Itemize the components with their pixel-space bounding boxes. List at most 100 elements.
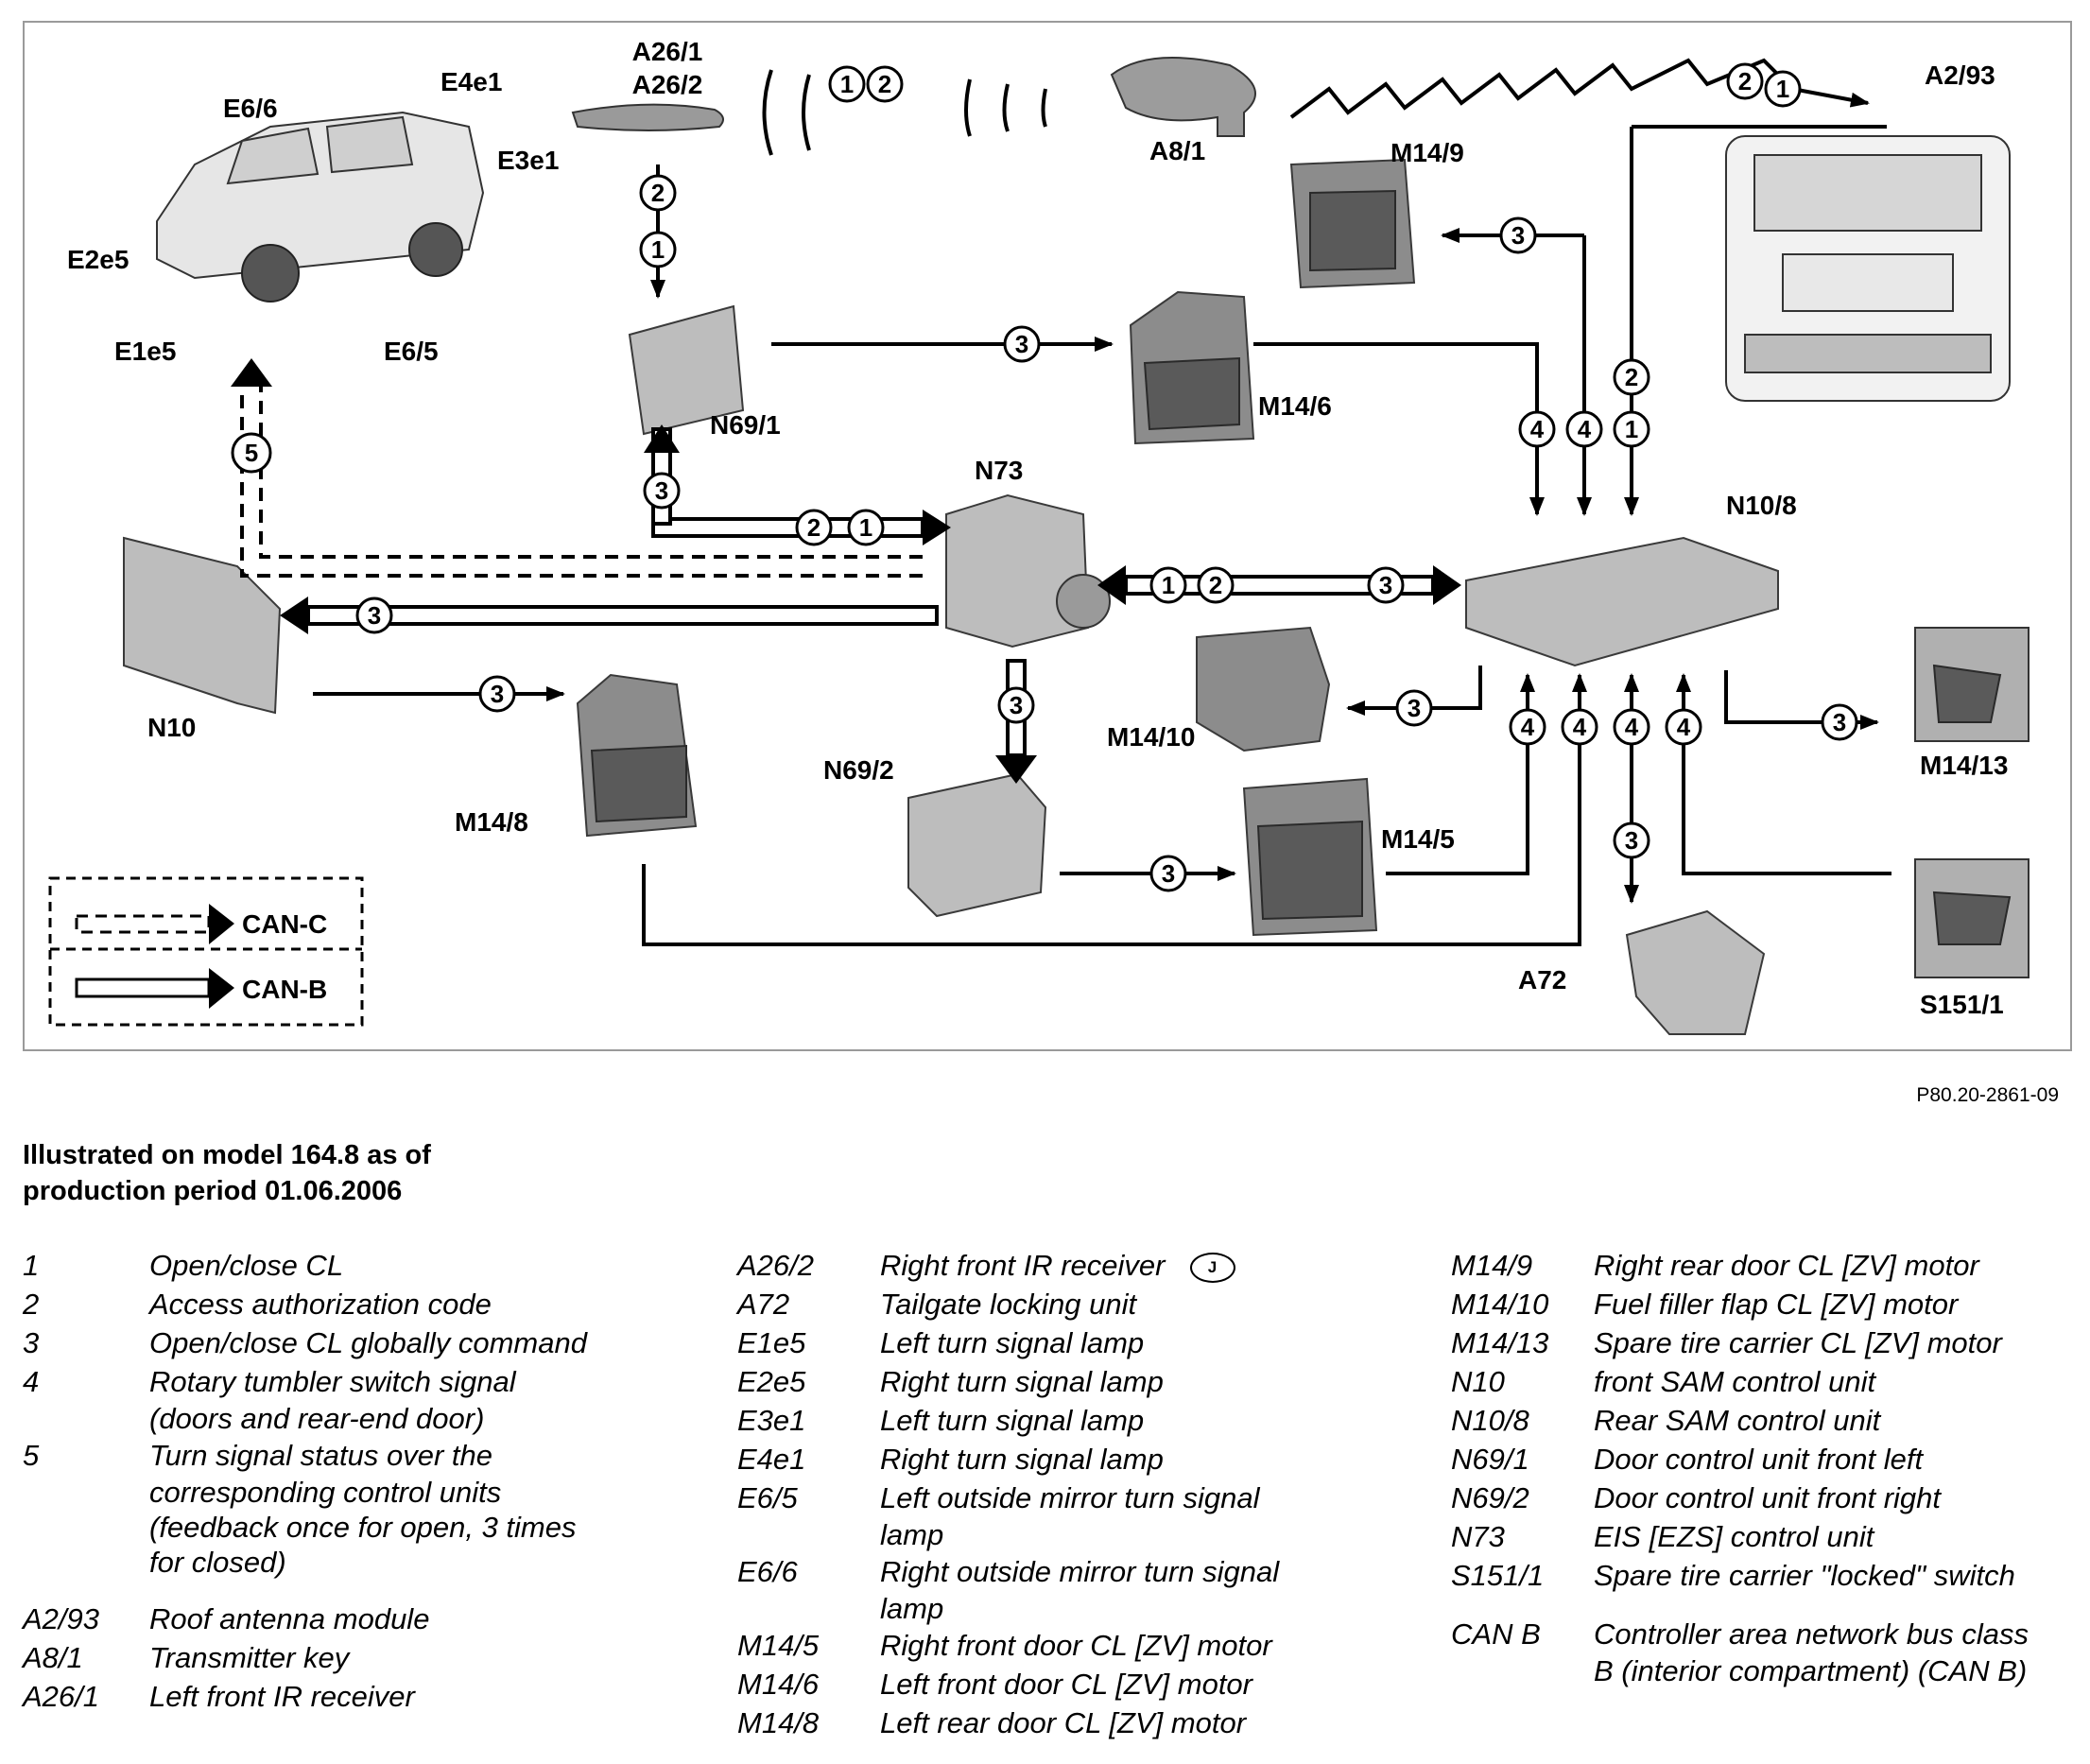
svg-text:1: 1 bbox=[859, 513, 872, 542]
marker-4: 4 bbox=[1565, 410, 1603, 448]
caption: Illustrated on model 164.8 as of product… bbox=[23, 1137, 684, 1209]
motor-m14-13-illustration bbox=[1914, 627, 2030, 742]
marker-3: 3 bbox=[997, 686, 1035, 724]
svg-text:2: 2 bbox=[1738, 67, 1752, 95]
central-locking-diagram: 1 2 2 1 2 1 3 3 2 4 4 1 5 3 2 1 1 2 3 3 … bbox=[48, 37, 2030, 1035]
caption-line-2: production period 01.06.2006 bbox=[23, 1176, 403, 1206]
legend-description: Tailgate locking unit bbox=[880, 1288, 1137, 1321]
vehicle-front-illustration bbox=[156, 111, 485, 303]
svg-text:4: 4 bbox=[1573, 713, 1587, 741]
label-n10: N10 bbox=[147, 713, 196, 742]
legend-description: Right rear door CL [ZV] motor bbox=[1594, 1249, 1979, 1282]
legend-code: A72 bbox=[737, 1288, 790, 1321]
legend-description: Open/close CL globally command bbox=[149, 1326, 587, 1359]
marker-3: 3 bbox=[1395, 689, 1433, 727]
marker-2: 2 bbox=[1197, 566, 1235, 604]
label-m14-13: M14/13 bbox=[1920, 751, 2008, 780]
legend-code: N73 bbox=[1451, 1520, 1505, 1553]
marker-3: 3 bbox=[1149, 855, 1187, 892]
legend-description: Fuel filler flap CL [ZV] motor bbox=[1594, 1288, 1959, 1321]
legend-description: Access authorization code bbox=[149, 1288, 492, 1321]
motor-m14-10-illustration bbox=[1196, 626, 1331, 752]
marker-3: 3 bbox=[1367, 566, 1405, 604]
marker-3: 3 bbox=[1003, 325, 1041, 363]
svg-text:2: 2 bbox=[1625, 363, 1638, 391]
legend-row: N73 EIS [EZS] control unit bbox=[1451, 1517, 2080, 1556]
label-e6-6: E6/6 bbox=[223, 94, 278, 123]
svg-text:1: 1 bbox=[840, 70, 854, 98]
marker-2: 2 bbox=[1726, 62, 1764, 100]
legend-code: CAN B bbox=[1451, 1617, 1541, 1651]
legend-description: Door control unit front right bbox=[1594, 1481, 1942, 1514]
svg-text:4: 4 bbox=[1578, 415, 1592, 443]
legend-description: Rear SAM control unit bbox=[1594, 1404, 1881, 1437]
legend-code: S151/1 bbox=[1451, 1559, 1545, 1592]
motor-m14-9-illustration bbox=[1289, 158, 1416, 289]
marker-3: 3 bbox=[643, 472, 681, 510]
bus-key-can-c: CAN-C bbox=[242, 909, 327, 939]
legend-description: Spare tire carrier "locked" switch bbox=[1594, 1559, 2015, 1592]
vehicle-rear-illustration bbox=[1725, 135, 2011, 402]
legend-code: N69/2 bbox=[1451, 1481, 1529, 1514]
svg-text:4: 4 bbox=[1625, 713, 1639, 741]
switch-s151-1-illustration bbox=[1914, 858, 2030, 978]
label-a26-2: A26/2 bbox=[632, 70, 703, 99]
svg-text:3: 3 bbox=[1379, 571, 1392, 599]
svg-text:1: 1 bbox=[1162, 571, 1175, 599]
legend-description: EIS [EZS] control unit bbox=[1594, 1520, 1874, 1553]
label-e4e1: E4e1 bbox=[440, 67, 502, 96]
label-s151-1: S151/1 bbox=[1920, 990, 2004, 1019]
legend-description: Left turn signal lamp bbox=[880, 1404, 1145, 1437]
marker-3: 3 bbox=[478, 675, 516, 713]
marker-1: 1 bbox=[847, 509, 885, 546]
legend-row: A72 Tailgate locking unit bbox=[737, 1285, 1361, 1323]
legend-code: E6/6 bbox=[737, 1555, 798, 1588]
marker-1: 1 bbox=[1613, 410, 1650, 448]
svg-text:2: 2 bbox=[651, 179, 665, 207]
svg-text:1: 1 bbox=[1776, 75, 1789, 103]
control-unit-n69-2-illustration bbox=[907, 772, 1047, 918]
label-n69-1: N69/1 bbox=[710, 410, 781, 440]
legend-code: M14/13 bbox=[1451, 1326, 1549, 1359]
marker-2: 2 bbox=[1613, 358, 1650, 396]
marker-4: 4 bbox=[1665, 708, 1702, 746]
bus-key-can-b: CAN-B bbox=[242, 975, 327, 1004]
legend-code: N10/8 bbox=[1451, 1404, 1529, 1437]
marker-3: 3 bbox=[1613, 821, 1650, 859]
label-n69-2: N69/2 bbox=[823, 755, 894, 785]
legend-description: Rotary tumbler switch signal(doors and r… bbox=[149, 1365, 516, 1435]
legend-code: M14/8 bbox=[737, 1706, 820, 1739]
legend-description: Roof antenna module bbox=[149, 1602, 430, 1635]
legend-code: E2e5 bbox=[737, 1365, 806, 1398]
svg-text:3: 3 bbox=[1408, 694, 1421, 722]
motor-m14-5-illustration bbox=[1242, 777, 1378, 937]
legend-code: E1e5 bbox=[737, 1326, 806, 1359]
label-a26-1: A26/1 bbox=[632, 37, 703, 66]
marker-1: 1 bbox=[639, 231, 677, 268]
control-unit-n10-8-illustration bbox=[1465, 536, 1779, 667]
marker-1: 1 bbox=[828, 65, 866, 103]
marker-3: 3 bbox=[355, 597, 393, 634]
svg-text:2: 2 bbox=[878, 70, 891, 98]
label-e2e5: E2e5 bbox=[67, 245, 129, 274]
marker-1: 1 bbox=[1149, 566, 1187, 604]
control-unit-n10-illustration bbox=[123, 536, 282, 715]
legend-row: N10/8 Rear SAM control unit bbox=[1451, 1401, 2080, 1440]
diagram-reference-number: P80.20-2861-09 bbox=[1916, 1084, 2059, 1106]
